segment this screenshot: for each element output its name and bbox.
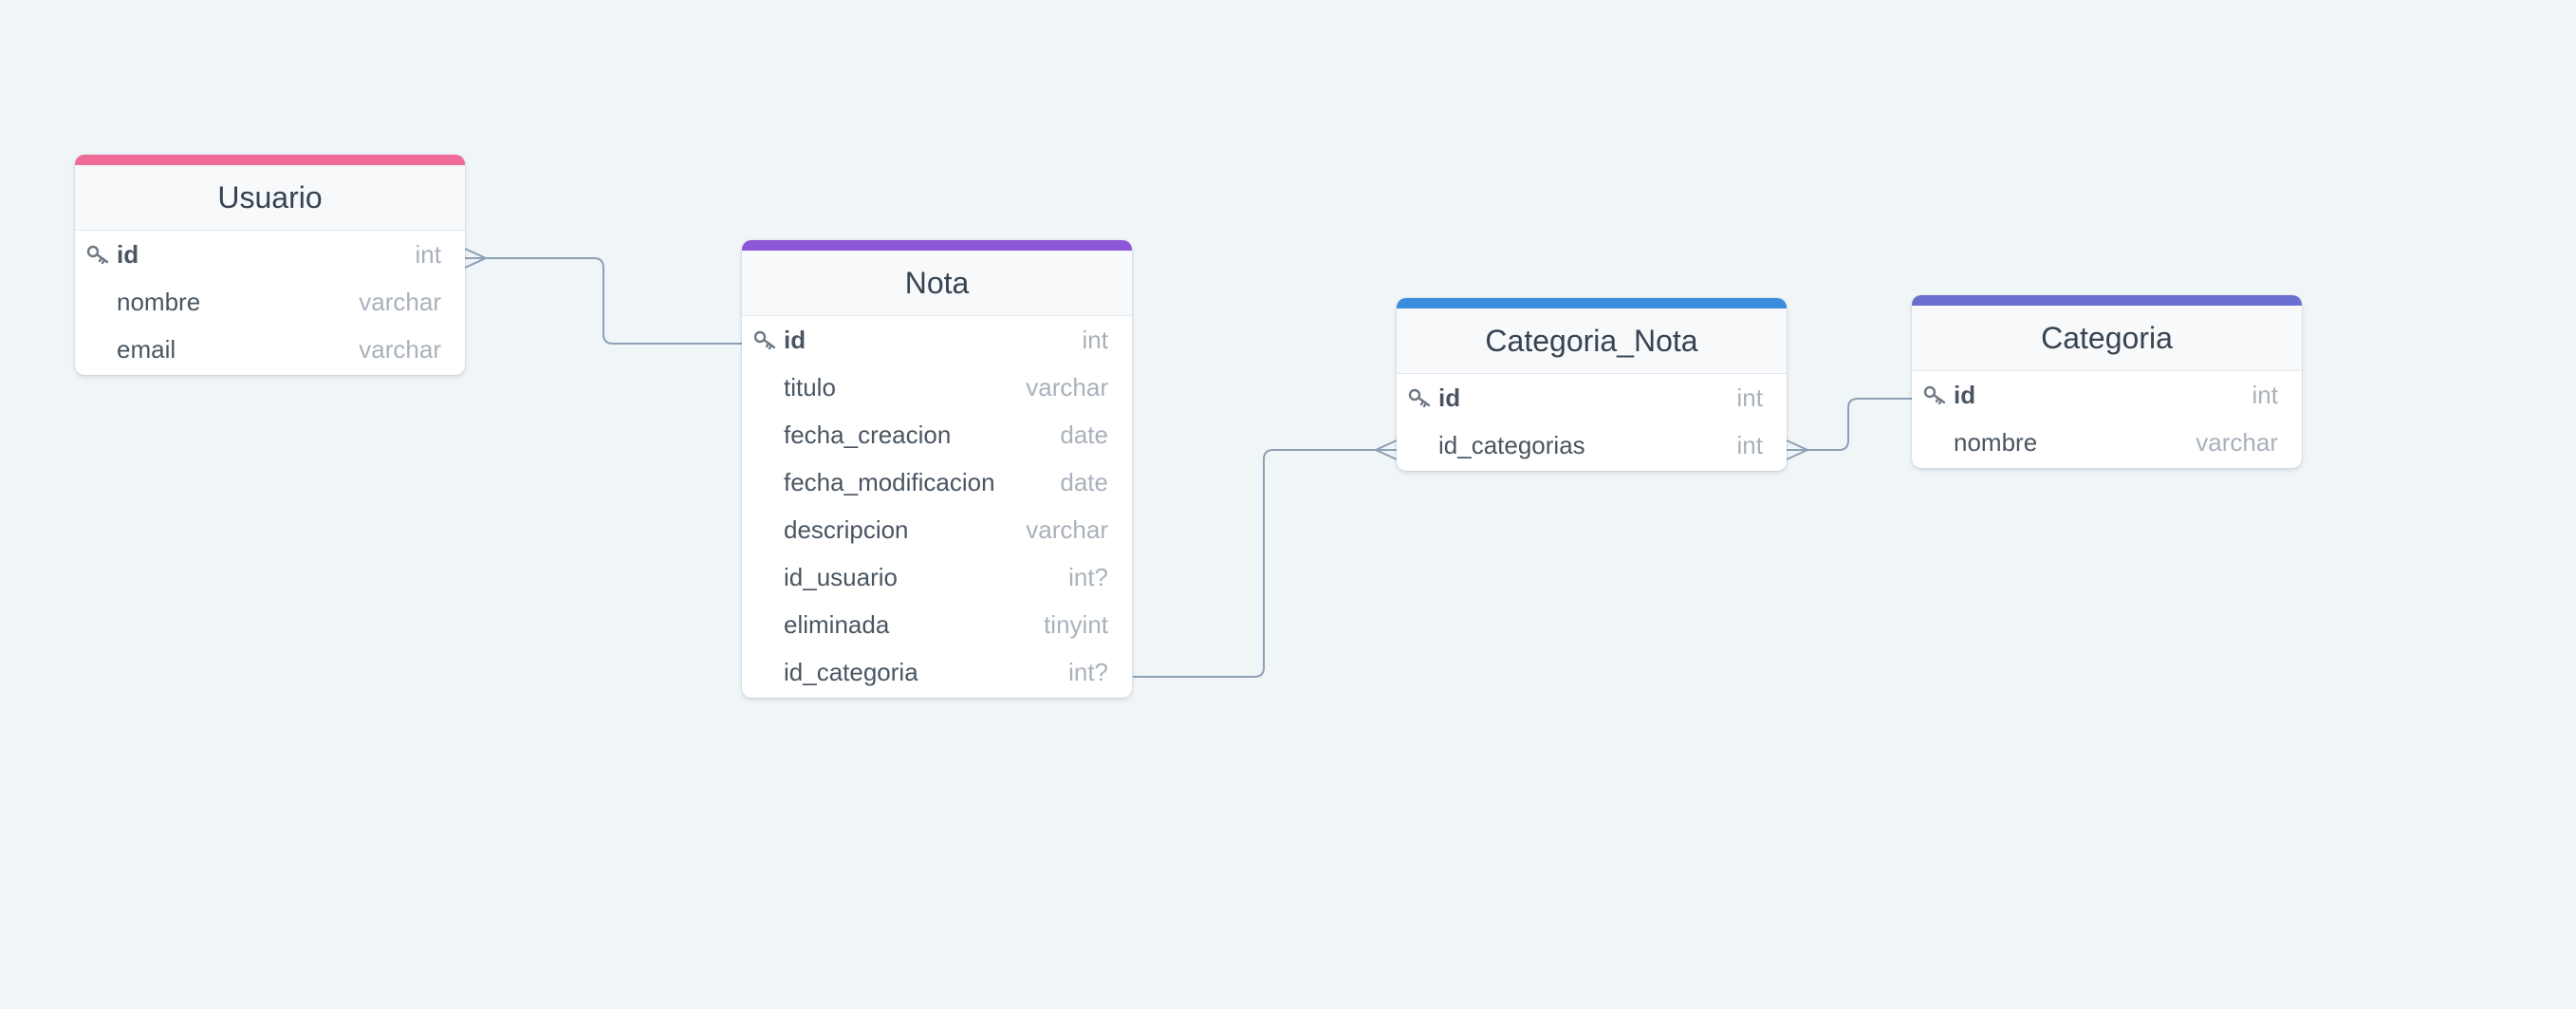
field-type: date bbox=[1060, 467, 1108, 496]
field-type: varchar bbox=[1026, 372, 1108, 402]
field-type: int bbox=[415, 239, 441, 269]
field-type: int? bbox=[1068, 657, 1108, 686]
field-row-eliminada[interactable]: eliminada tinyint bbox=[742, 601, 1132, 648]
field-row-id-usuario[interactable]: id_usuario int? bbox=[742, 553, 1132, 601]
table-bottom-padding bbox=[1397, 469, 1787, 471]
table-categoria-nota[interactable]: Categoria_Nota id int id_categorias int bbox=[1397, 298, 1787, 471]
table-usuario[interactable]: Usuario id int nombre varchar email varc… bbox=[75, 155, 465, 375]
field-row-descripcion[interactable]: descripcion varchar bbox=[742, 506, 1132, 553]
table-categoria[interactable]: Categoria id int nombre varchar bbox=[1912, 295, 2302, 468]
field-row-id-categoria[interactable]: id_categoria int? bbox=[742, 648, 1132, 696]
field-row-id-categorias[interactable]: id_categorias int bbox=[1397, 421, 1787, 469]
field-name: id_usuario bbox=[784, 562, 898, 591]
field-name: fecha_modificacion bbox=[784, 467, 995, 496]
primary-key-icon bbox=[1923, 385, 1946, 405]
primary-key-icon bbox=[86, 245, 109, 265]
field-row-email[interactable]: email varchar bbox=[75, 326, 465, 373]
crowfoot-many-icon bbox=[1373, 439, 1398, 460]
field-type: int bbox=[2252, 380, 2278, 409]
table-accent-bar bbox=[75, 155, 465, 165]
relationship-usuario-nota[interactable] bbox=[464, 248, 742, 345]
table-accent-bar bbox=[1397, 298, 1787, 308]
primary-key-icon bbox=[1408, 388, 1431, 408]
field-name: id_categorias bbox=[1438, 430, 1585, 459]
table-accent-bar bbox=[1912, 295, 2302, 306]
field-name: nombre bbox=[117, 287, 201, 316]
field-type: varchar bbox=[359, 287, 441, 316]
table-accent-bar bbox=[742, 240, 1132, 251]
primary-key-icon bbox=[753, 330, 776, 350]
field-row-id[interactable]: id int bbox=[1397, 374, 1787, 421]
field-name: titulo bbox=[784, 372, 836, 402]
table-nota[interactable]: Nota id int titulo varchar fecha_creacio… bbox=[742, 240, 1132, 698]
table-title[interactable]: Usuario bbox=[75, 165, 465, 231]
field-row-nombre[interactable]: nombre varchar bbox=[75, 278, 465, 326]
table-bottom-padding bbox=[1912, 466, 2302, 468]
field-name: id bbox=[1954, 380, 1976, 409]
field-name: nombre bbox=[1954, 427, 2038, 457]
table-bottom-padding bbox=[742, 696, 1132, 698]
field-type: varchar bbox=[1026, 514, 1108, 544]
field-row-id[interactable]: id int bbox=[1912, 371, 2302, 419]
crowfoot-many-icon bbox=[1786, 439, 1810, 460]
field-type: int? bbox=[1068, 562, 1108, 591]
field-row-id[interactable]: id int bbox=[75, 231, 465, 278]
connector-line bbox=[1133, 449, 1397, 678]
field-row-nombre[interactable]: nombre varchar bbox=[1912, 419, 2302, 466]
field-row-fecha-creacion[interactable]: fecha_creacion date bbox=[742, 411, 1132, 458]
field-type: int bbox=[1736, 430, 1763, 459]
connector-line bbox=[1787, 398, 1912, 451]
field-row-id[interactable]: id int bbox=[742, 316, 1132, 364]
field-type: int bbox=[1736, 383, 1763, 412]
field-type: varchar bbox=[2196, 427, 2278, 457]
field-name: eliminada bbox=[784, 609, 890, 639]
relationship-categoria-nota-categoria[interactable] bbox=[1786, 398, 1912, 460]
field-row-titulo[interactable]: titulo varchar bbox=[742, 364, 1132, 411]
field-type: tinyint bbox=[1044, 609, 1108, 639]
crowfoot-many-icon bbox=[464, 248, 489, 269]
field-name: descripcion bbox=[784, 514, 909, 544]
field-name: id_categoria bbox=[784, 657, 918, 686]
relationship-nota-categoria-nota[interactable] bbox=[1133, 439, 1398, 678]
table-bottom-padding bbox=[75, 373, 465, 375]
field-type: int bbox=[1082, 325, 1108, 354]
connector-line bbox=[465, 257, 742, 345]
table-title[interactable]: Nota bbox=[742, 251, 1132, 316]
field-type: varchar bbox=[359, 334, 441, 364]
field-type: date bbox=[1060, 420, 1108, 449]
table-title[interactable]: Categoria_Nota bbox=[1397, 308, 1787, 374]
field-name: id bbox=[117, 239, 139, 269]
field-name: fecha_creacion bbox=[784, 420, 952, 449]
field-name: email bbox=[117, 334, 176, 364]
table-title[interactable]: Categoria bbox=[1912, 306, 2302, 371]
field-name: id bbox=[1438, 383, 1461, 412]
field-name: id bbox=[784, 325, 806, 354]
field-row-fecha-modificacion[interactable]: fecha_modificacion date bbox=[742, 458, 1132, 506]
